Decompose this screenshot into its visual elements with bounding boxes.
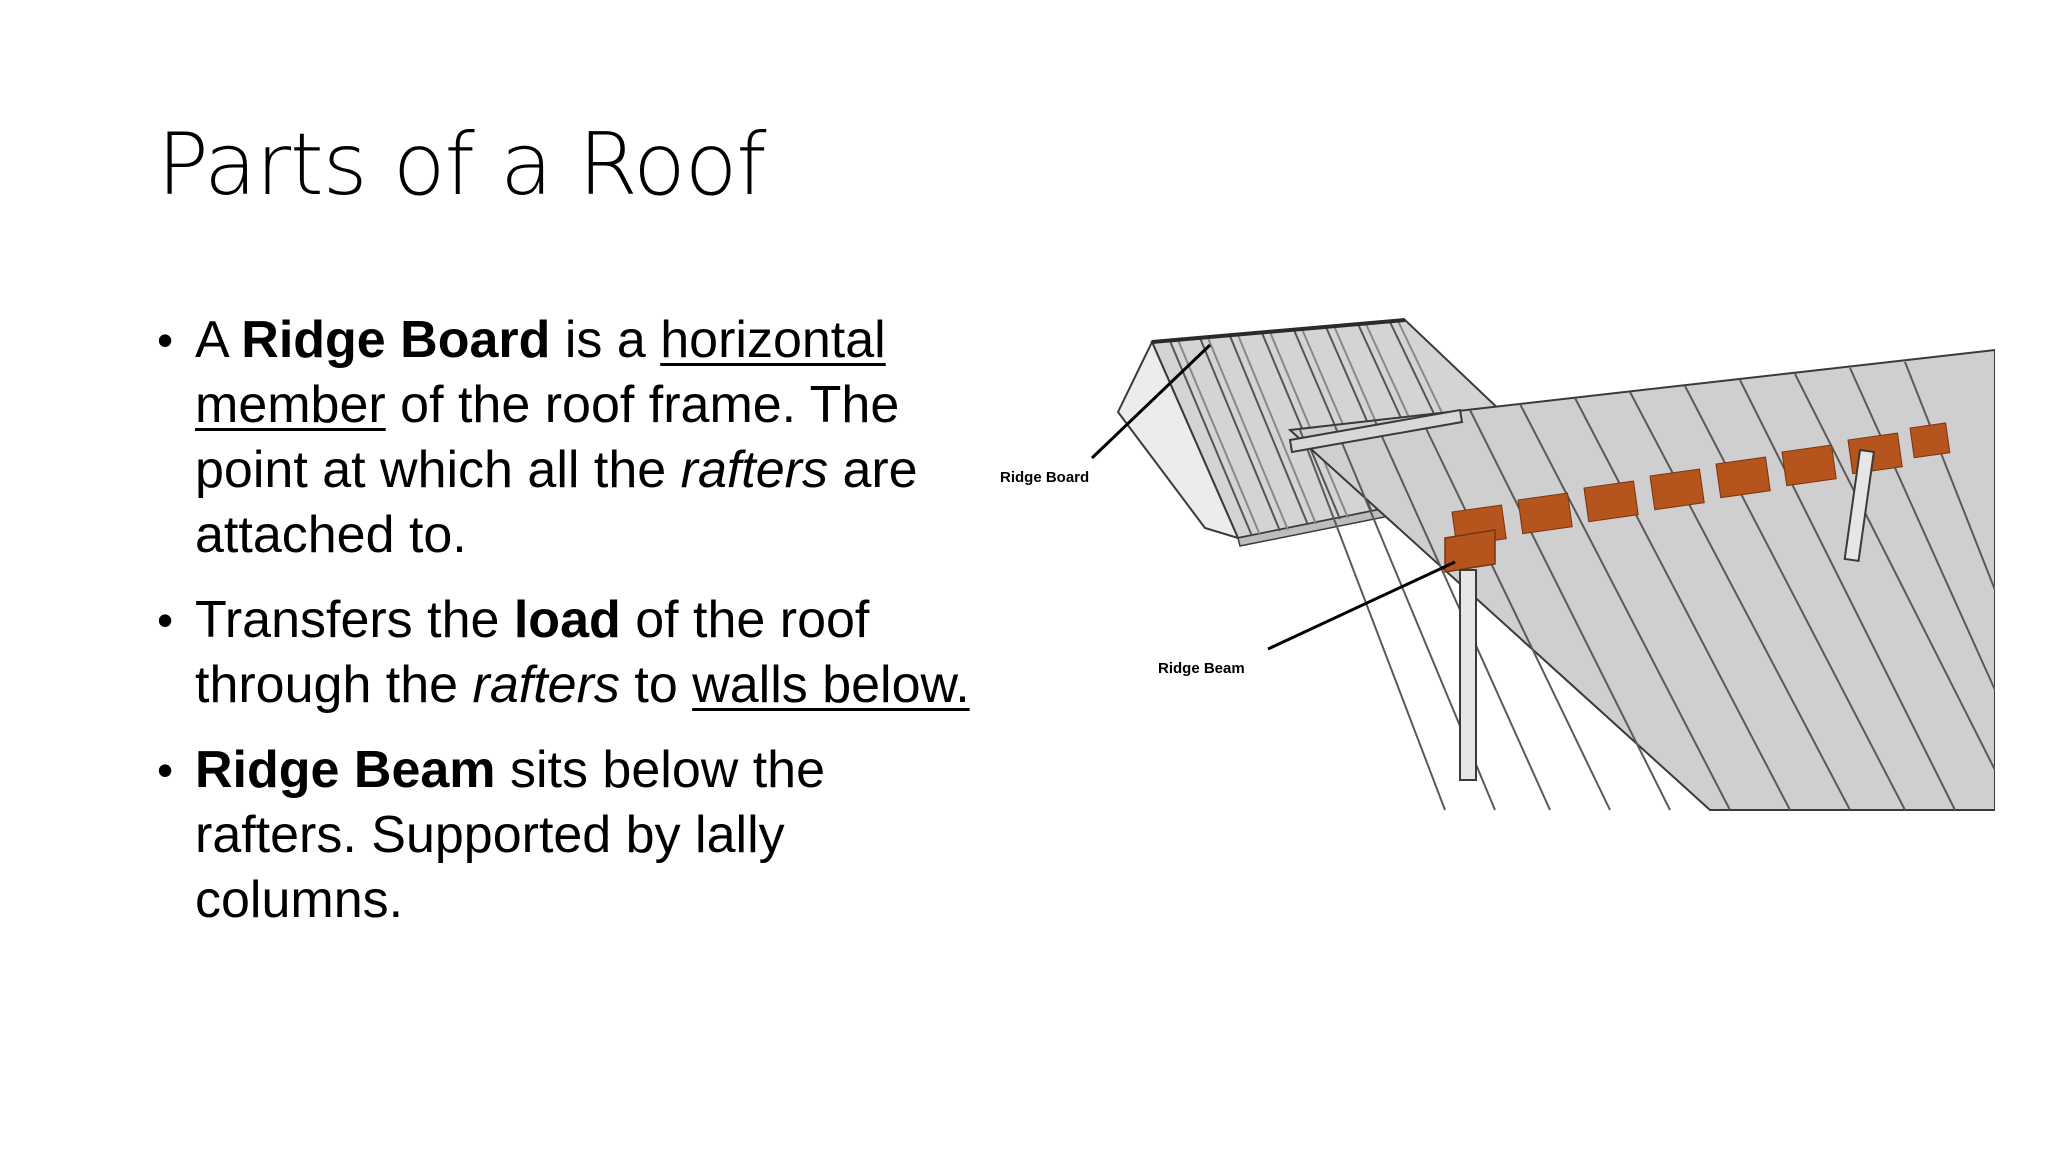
bullet-list: A Ridge Board is a horizontal member of … xyxy=(157,308,987,953)
bullet-text-bold: Ridge Board xyxy=(241,311,551,369)
roof-framing-illustration: Ridge Board xyxy=(1000,318,1995,811)
ridge-board-pointer xyxy=(1090,343,1212,460)
bullet-text-italic: rafters xyxy=(472,656,620,714)
ridge-board-label: Ridge Board xyxy=(1000,469,1089,486)
ridge-beam-roof-section xyxy=(1287,348,1995,811)
bullet-text-underline: horizontal member xyxy=(195,311,886,434)
bullet-text: are attached to. xyxy=(195,441,918,564)
bullet-text-bold: load xyxy=(513,591,621,649)
ridge-beam-label: Ridge Beam xyxy=(1158,660,1245,677)
bullet-load-transfer: Transfers the load of the roof through t… xyxy=(157,588,987,718)
bullet-text: sits below the rafters. Supported by lal… xyxy=(195,741,826,929)
bullet-text: Transfers the xyxy=(195,591,514,649)
bullet-ridge-board: A Ridge Board is a horizontal member of … xyxy=(157,308,987,568)
bullet-text: is a xyxy=(550,311,661,369)
bullet-text: to xyxy=(619,656,693,714)
bullet-text-bold: Ridge Beam xyxy=(195,741,496,799)
bullet-text: of the roof through the xyxy=(195,591,870,714)
bullet-text: A xyxy=(195,311,242,369)
ridge-beam-pointer xyxy=(1267,560,1456,651)
bullet-text-italic: rafters xyxy=(680,441,828,499)
bullet-text-underline: walls below. xyxy=(692,656,970,714)
bullet-text: of the roof frame. The point at which al… xyxy=(195,376,900,499)
bullet-ridge-beam: Ridge Beam sits below the rafters. Suppo… xyxy=(157,738,987,933)
slide-title: Parts of a Roof xyxy=(157,115,767,215)
